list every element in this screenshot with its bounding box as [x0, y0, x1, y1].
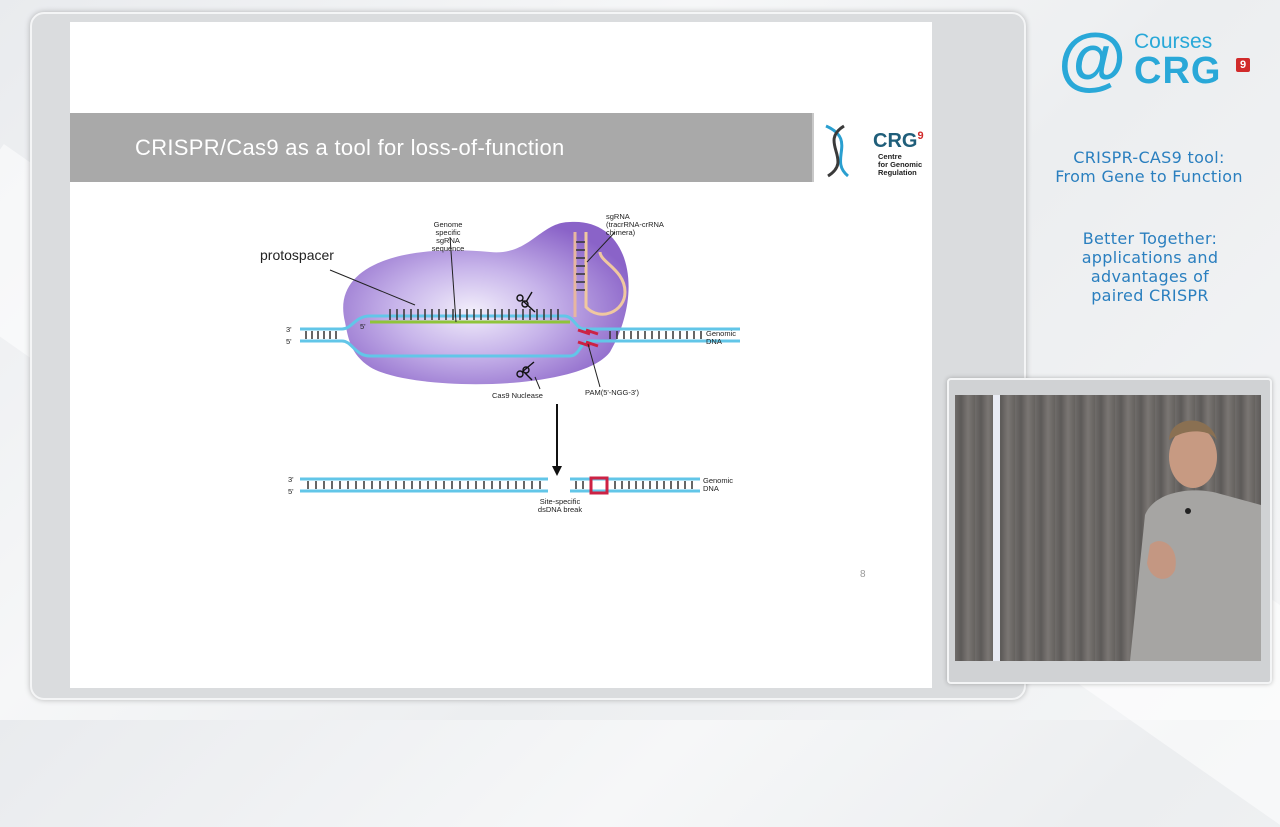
break-label-1: Site-specific: [540, 497, 581, 506]
brand-superscript: 9: [1236, 58, 1250, 72]
cas9-nuclease-label: Cas9 Nuclease: [492, 391, 543, 400]
top-three-prime-label: 3': [286, 325, 292, 334]
slide-title-bar: [70, 113, 812, 182]
scissors-icon: [516, 291, 536, 381]
cleaved-dna: [300, 476, 700, 495]
slide-title: CRISPR/Cas9 as a tool for loss-of-functi…: [135, 135, 565, 160]
slide: CRISPR/Cas9 as a tool for loss-of-functi…: [70, 22, 932, 688]
sgrna-label-2: (tracrRNA-crRNA: [606, 220, 664, 229]
speaker-figure: [1130, 420, 1261, 661]
bottom-five-prime-label: 5': [288, 487, 294, 496]
speaker-video[interactable]: [955, 395, 1261, 661]
protospacer-label: protospacer: [260, 247, 334, 263]
at-logo-icon: @: [1058, 19, 1127, 97]
crispr-diagram: protospacer Genome specific sgRNA sequen…: [260, 212, 740, 514]
genome-specific-label-2: specific: [435, 228, 460, 237]
sgrna-label-1: sgRNA: [606, 212, 630, 221]
leader-lines: [329, 231, 616, 390]
sgrna-rungs: [576, 241, 585, 291]
brand-courses-text: Courses: [1134, 30, 1213, 53]
dna-helix-icon: [825, 124, 850, 178]
genome-specific-label-4: sequence: [432, 244, 465, 253]
sgrna-label-3: chimera): [606, 228, 636, 237]
arrow-head: [552, 466, 562, 476]
bottom-genomic-dna-label-2: DNA: [703, 484, 719, 493]
pam-label: PAM(5'-NGG-3'): [585, 388, 639, 397]
courses-crg-logo: @ Courses CRG 9: [1058, 19, 1258, 102]
brand-crg-text: CRG: [1134, 50, 1222, 92]
guide-five-prime-label: 5': [360, 322, 366, 331]
top-five-prime-label: 5': [286, 337, 292, 346]
lecture-title: Better Together: applications and advant…: [1081, 229, 1219, 305]
break-label-2: dsDNA break: [538, 505, 582, 514]
top-dna-rungs: [305, 309, 702, 339]
bottom-genomic-dna-label-1: Genomic: [703, 476, 733, 485]
window-light-strip: [993, 395, 1000, 661]
genomic-dna-label-2: DNA: [706, 337, 722, 346]
crg-slide-logo-subtitle: Centre for Genomic Regulation: [878, 152, 923, 177]
crg-slide-logo-text: CRG9: [873, 130, 924, 152]
genome-specific-label-1: Genome: [434, 220, 463, 229]
genomic-dna-label-1: Genomic: [706, 329, 736, 338]
course-title: CRISPR-CAS9 tool: From Gene to Function: [1055, 148, 1243, 186]
slide-page-number: 8: [860, 569, 866, 580]
genome-specific-label-3: sgRNA: [436, 236, 460, 245]
title-bar-divider: [812, 113, 814, 182]
bottom-three-prime-label: 3': [288, 475, 294, 484]
cas9-protein-shape: [343, 221, 629, 385]
crg-slide-logo: CRG9 Centre for Genomic Regulation: [818, 120, 930, 182]
